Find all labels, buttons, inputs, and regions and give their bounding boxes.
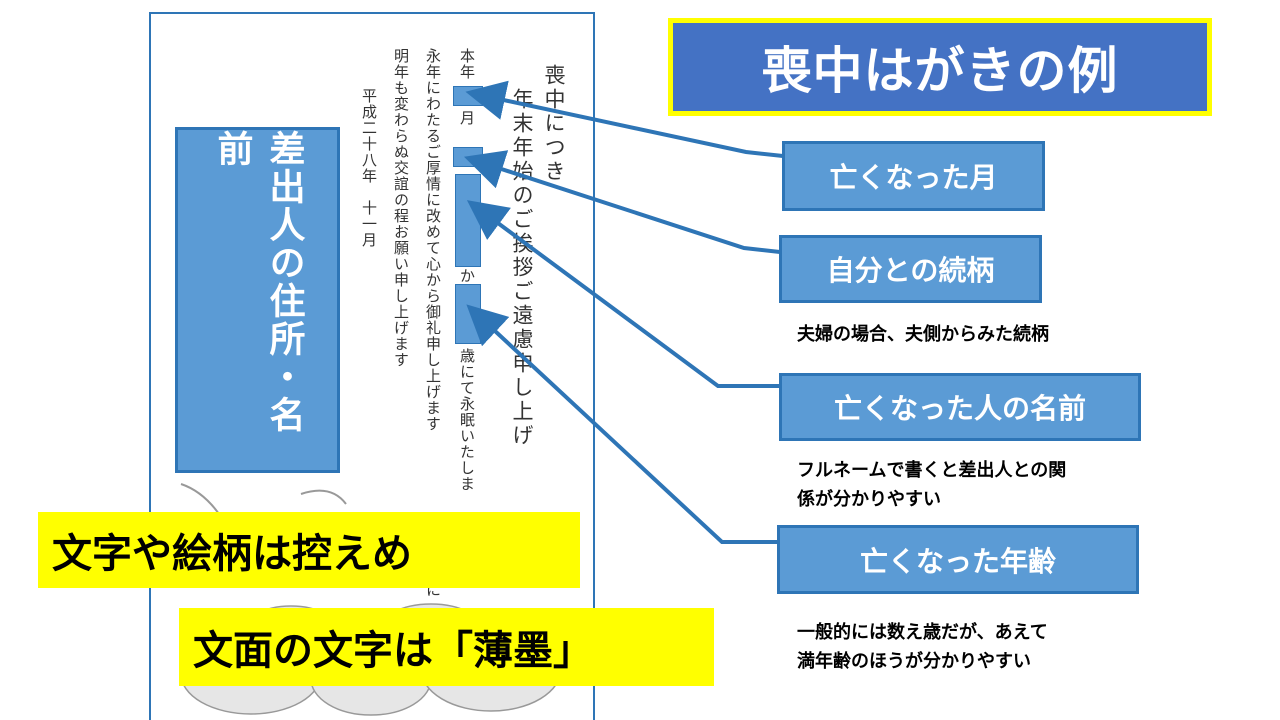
- note-deceased-name: フルネームで書くと差出人との関 係が分かりやすい: [797, 456, 1066, 514]
- blank-month: [453, 86, 483, 106]
- note-death-age: 一般的には数え歳だが、あえて 満年齢のほうが分かりやすい: [797, 618, 1048, 676]
- card-line-passed: 歳にて永眠いたしま: [457, 348, 478, 492]
- card-line-month: 月: [457, 110, 478, 126]
- note-relationship: 夫婦の場合、夫側からみた続柄: [797, 320, 1049, 349]
- sender-address-label: 差出人の住所・名前: [206, 130, 310, 470]
- sender-address-box: 差出人の住所・名前: [175, 127, 340, 473]
- banner-light-ink: 文面の文字は「薄墨」: [179, 608, 714, 686]
- card-line-greeting: 年末年始のご挨拶ご遠慮申し上げ: [507, 88, 537, 448]
- label-deceased-name: 亡くなった人の名前: [779, 373, 1141, 441]
- title-frame: 喪中はがきの例: [668, 18, 1212, 116]
- page-title: 喪中はがきの例: [673, 23, 1207, 111]
- card-heading: 喪中につき: [539, 64, 569, 184]
- blank-relationship: [453, 147, 483, 167]
- blank-name: [455, 174, 481, 267]
- label-relationship: 自分との続柄: [779, 235, 1042, 303]
- note-deceased-name-line1: フルネームで書くと差出人との関: [797, 456, 1066, 485]
- note-deceased-name-line2: 係が分かりやすい: [797, 485, 1066, 514]
- card-line-gratitude: 永年にわたるご厚情に改めて心から御礼申し上げます: [423, 48, 444, 432]
- blank-age: [455, 284, 481, 344]
- label-death-age: 亡くなった年齢: [777, 525, 1139, 594]
- card-line-ka: か: [457, 268, 478, 284]
- banner-modest-design: 文字や絵柄は控えめ: [38, 512, 580, 588]
- card-line-request: 明年も変わらぬ交誼の程お願い申し上げます: [391, 48, 412, 368]
- note-death-age-line1: 一般的には数え歳だが、あえて: [797, 618, 1048, 647]
- card-date: 平成二十八年 十一月: [359, 88, 380, 248]
- note-death-age-line2: 満年齢のほうが分かりやすい: [797, 647, 1048, 676]
- card-line-start: 本年: [457, 48, 478, 80]
- label-death-month: 亡くなった月: [782, 141, 1045, 211]
